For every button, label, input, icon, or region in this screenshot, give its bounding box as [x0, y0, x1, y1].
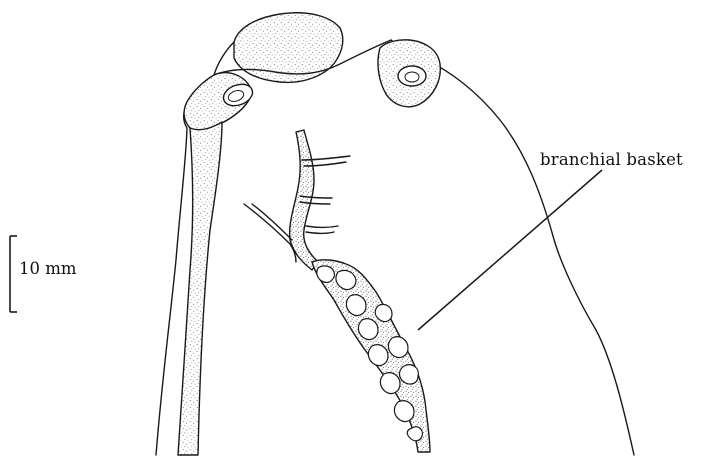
- branchial-basket-label: branchial basket: [540, 150, 683, 169]
- callout-leader-line: [418, 170, 602, 330]
- scale-bar-label: 10 mm: [19, 259, 77, 278]
- branchial-spur: [244, 204, 296, 262]
- branchial-rod: [290, 130, 318, 270]
- right-eye-socket: [398, 66, 426, 86]
- head-crest: [234, 13, 343, 83]
- branchial-branch-3: [306, 226, 338, 234]
- scale-bar: [10, 236, 17, 312]
